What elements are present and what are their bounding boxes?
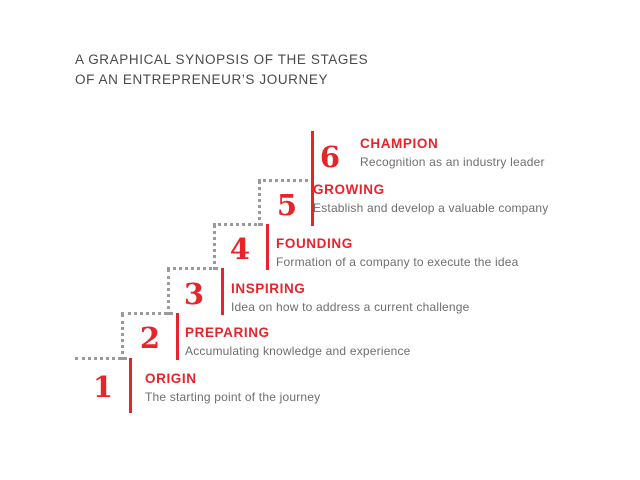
staircase-riser-line-top — [311, 131, 314, 226]
page-title-line-1: A GRAPHICAL SYNOPSIS OF THE STAGES — [75, 52, 369, 67]
stage-number: 2 — [139, 321, 161, 355]
staircase-wall-line-3 — [167, 269, 170, 315]
stage-description: The starting point of the journey — [145, 390, 321, 404]
staircase-tread-line-1 — [75, 357, 127, 360]
stage-name: CHAMPION — [360, 136, 439, 151]
staircase-riser-line-2 — [176, 313, 179, 360]
stage-description: Idea on how to address a current challen… — [231, 300, 470, 314]
staircase-tread-line-5 — [258, 179, 308, 182]
stage-name: ORIGIN — [145, 371, 197, 386]
staircase-riser-line-4 — [266, 224, 269, 270]
staircase-wall-line-5 — [258, 181, 261, 226]
stage-name: PREPARING — [185, 325, 270, 340]
staircase-wall-line-2 — [121, 314, 124, 360]
stage-name: INSPIRING — [231, 281, 306, 296]
stage-number: 3 — [183, 277, 205, 311]
staircase-riser-line-1 — [129, 358, 132, 413]
stage-number: 5 — [276, 188, 298, 222]
staircase-tread-line-2 — [121, 312, 173, 315]
page-title-line-2: OF AN ENTREPRENEUR’S JOURNEY — [75, 72, 329, 87]
staircase-wall-line-4 — [213, 225, 216, 270]
stage-description: Accumulating knowledge and experience — [185, 344, 411, 358]
page-title: A GRAPHICAL SYNOPSIS OF THE STAGES OF AN… — [75, 50, 368, 90]
stage-number: 4 — [229, 232, 251, 266]
stage-description: Establish and develop a valuable company — [313, 201, 549, 215]
stage-name: GROWING — [313, 182, 385, 197]
stage-number: 6 — [319, 140, 341, 174]
staircase-tread-line-4 — [213, 223, 263, 226]
staircase-riser-line-3 — [221, 268, 224, 315]
stage-description: Formation of a company to execute the id… — [276, 255, 519, 269]
stage-description: Recognition as an industry leader — [360, 155, 545, 169]
stage-name: FOUNDING — [276, 236, 353, 251]
stage-number: 1 — [92, 370, 114, 404]
staircase-tread-line-3 — [167, 267, 218, 270]
